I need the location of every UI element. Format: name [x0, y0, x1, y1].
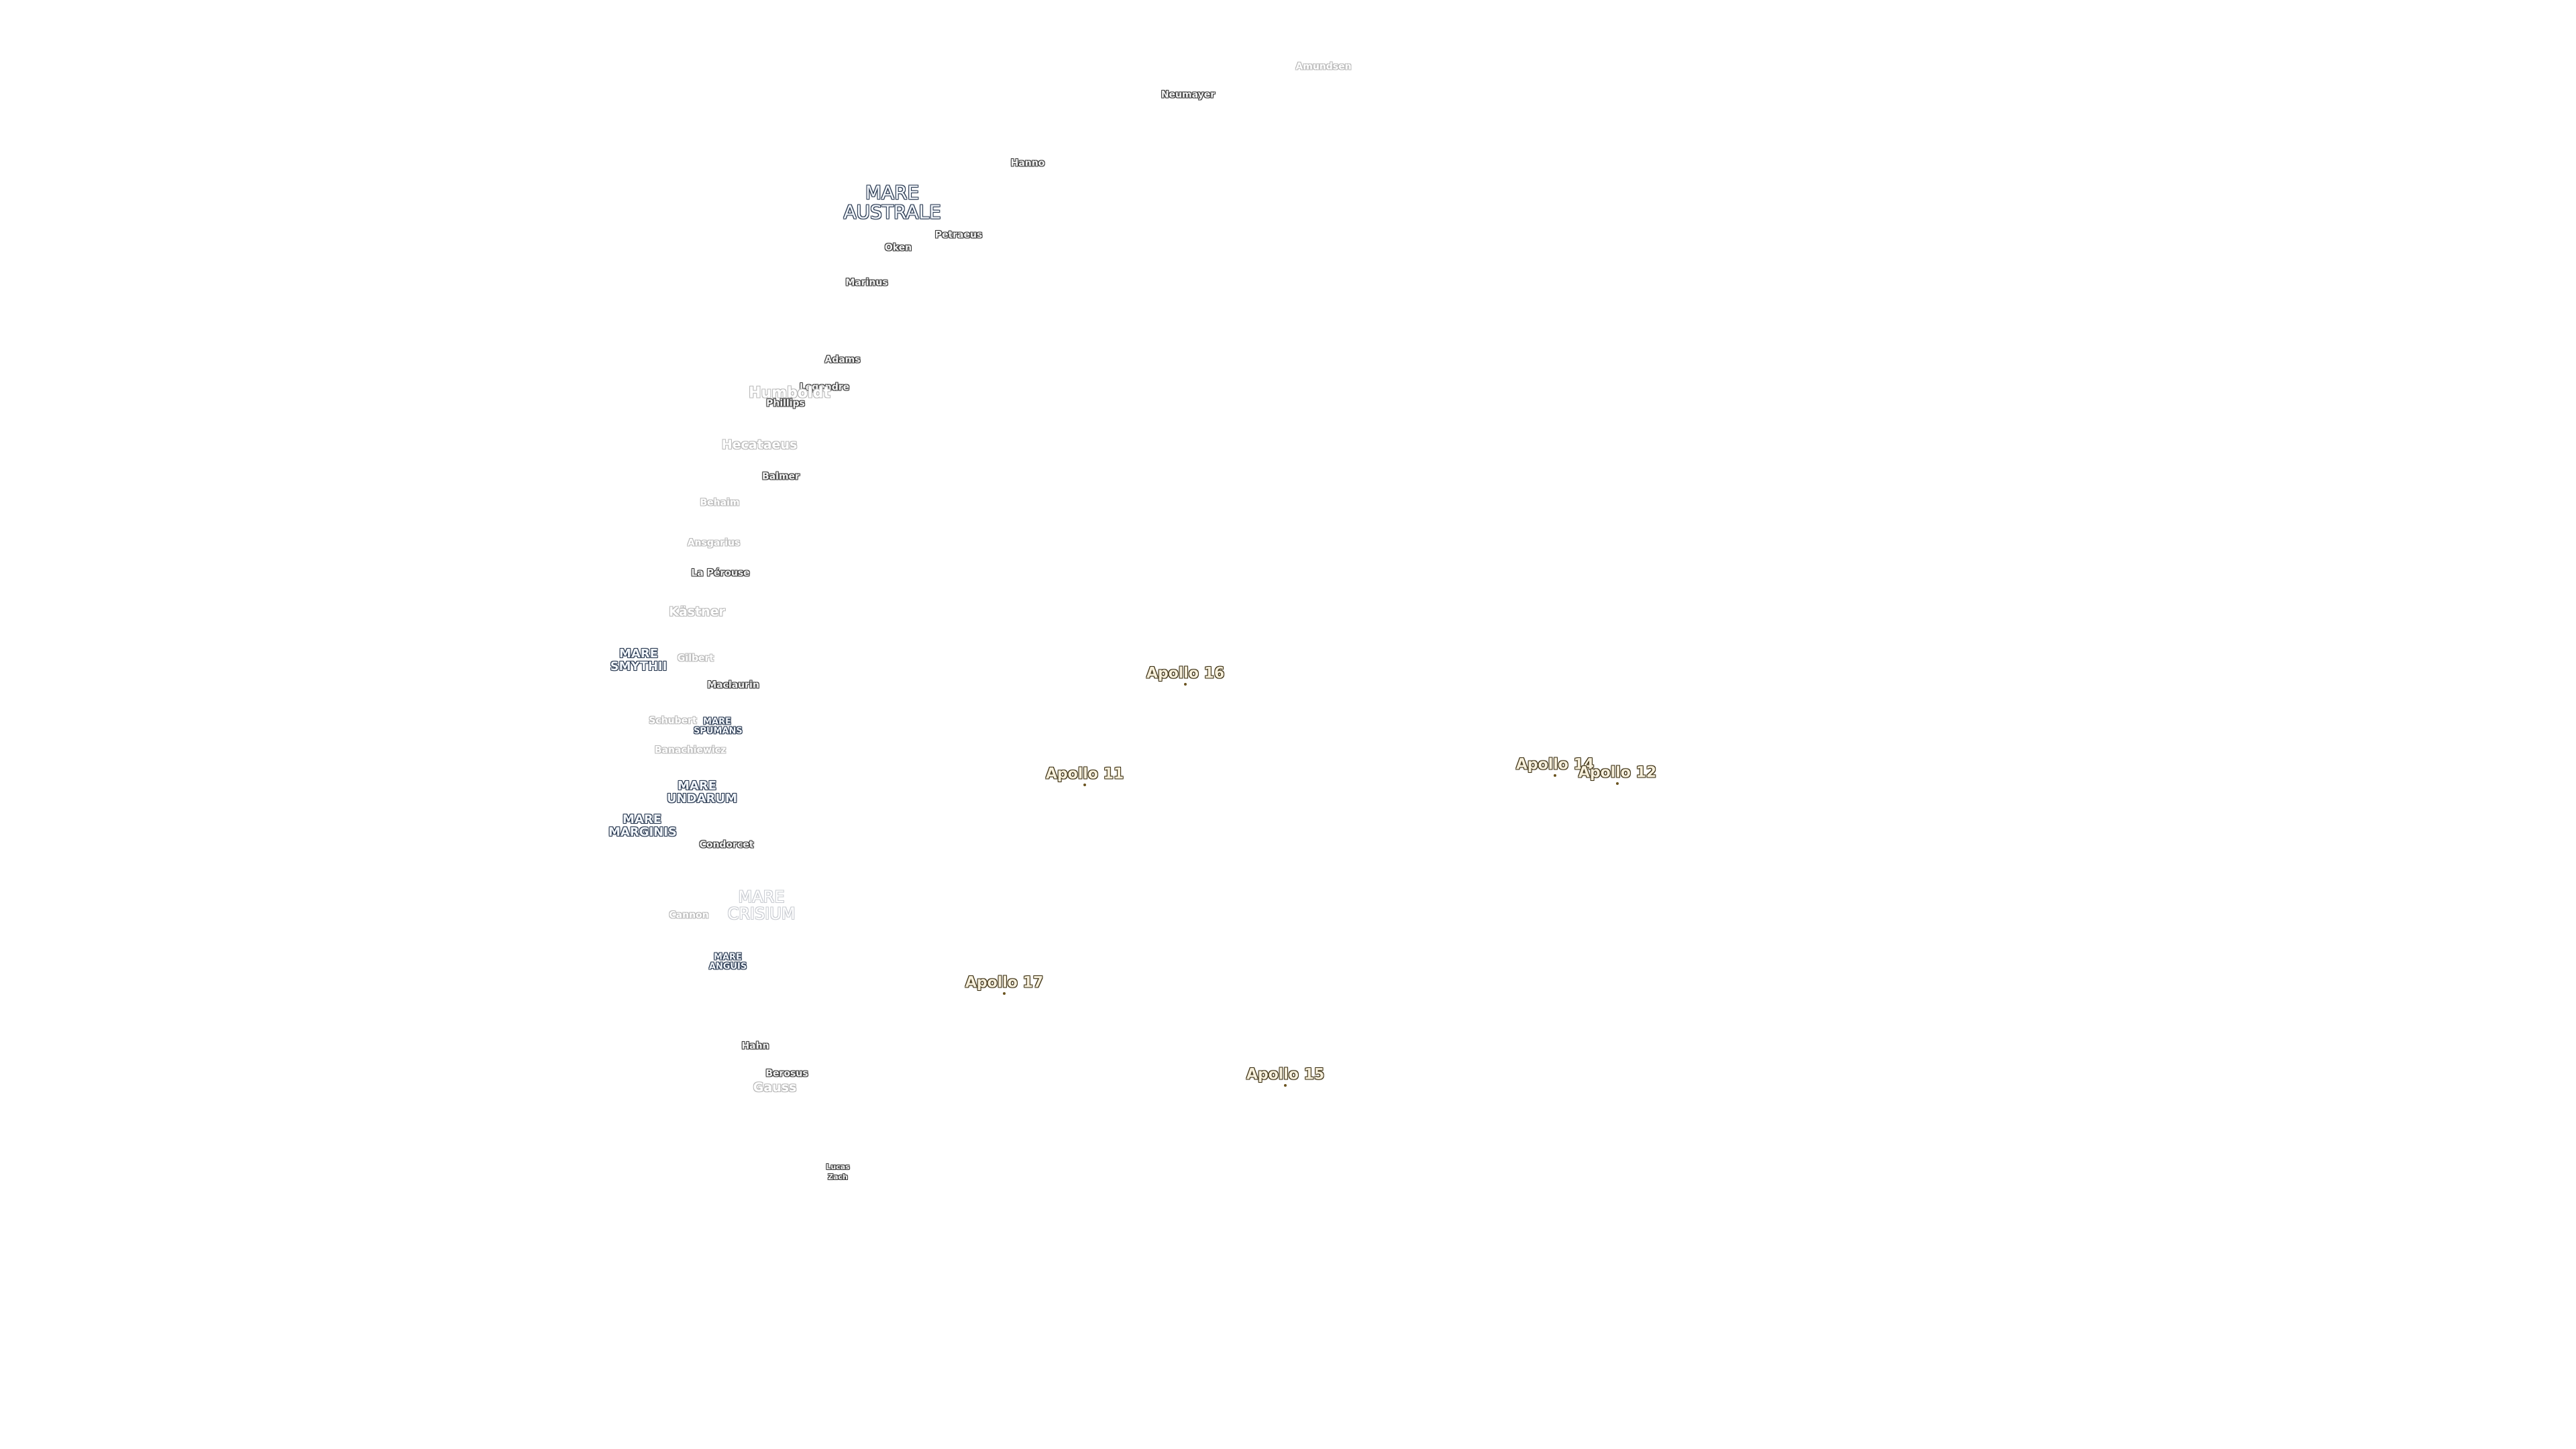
crater-schubert-label: Schubert — [649, 715, 697, 727]
crater-petraeus-label: Petraeus — [934, 229, 983, 241]
crater-gauss-label: Gauss — [753, 1080, 797, 1095]
apollo-12-label[interactable]: Apollo 12 — [1578, 764, 1657, 782]
apollo-14-label[interactable]: Apollo 14 — [1515, 756, 1595, 773]
crater-ansgarius-label: Ansgarius — [687, 537, 741, 549]
apollo-17-label[interactable]: Apollo 17 — [965, 974, 1044, 991]
crater-hahn-label: Hahn — [741, 1040, 769, 1052]
mare-australe-label: MARE AUSTRALE — [843, 181, 941, 223]
mare-spumans-label: MARE SPUMANS — [694, 716, 743, 736]
mare-crisium-label: MARE CRISIUM — [727, 887, 796, 923]
crater-gilbert-label: Gilbert — [677, 653, 714, 664]
crater-adams-label: Adams — [824, 354, 861, 366]
crater-oken-label: Oken — [884, 242, 912, 254]
crater-marinus-label: Marinus — [845, 277, 888, 288]
crater-zach-label: Zach — [828, 1173, 848, 1182]
crater-humboldt-label: Humboldt — [749, 384, 830, 402]
crater-neumayer-label: Neumayer — [1161, 89, 1216, 101]
apollo-15-label[interactable]: Apollo 15 — [1246, 1066, 1325, 1083]
crater-legendre-label: Legendre — [799, 382, 850, 393]
mare-marginis-label: MARE MARGINIS — [608, 812, 677, 839]
mare-anguis-label: MARE ANGUIS — [708, 952, 747, 971]
apollo-15-marker — [1284, 1084, 1287, 1087]
apollo-16-label[interactable]: Apollo 16 — [1146, 665, 1225, 682]
apollo-17-marker — [1003, 992, 1006, 995]
crater-lucas-label: Lucas — [826, 1163, 850, 1172]
crater-la-perouse-label: La Pérouse — [691, 568, 750, 579]
crater-hecataeus-label: Hecataeus — [721, 437, 798, 453]
mare-undarum-label: MARE UNDARUM — [667, 779, 737, 806]
crater-condorcet-label: Condorcet — [699, 839, 754, 851]
crater-banachiewicz-label: Banachiewicz — [654, 745, 727, 756]
crater-cannon-label: Cannon — [669, 910, 709, 921]
crater-behaim-label: Behaim — [700, 497, 740, 508]
apollo-14-marker — [1554, 774, 1556, 777]
apollo-11-marker — [1083, 784, 1086, 786]
crater-phillips-label: Phillips — [766, 398, 805, 409]
crater-amundsen-label: Amundsen — [1295, 61, 1352, 72]
crater-maclaurin-label: Maclaurin — [707, 680, 759, 691]
crater-hanno-label: Hanno — [1010, 158, 1045, 169]
apollo-11-label[interactable]: Apollo 11 — [1045, 765, 1124, 783]
apollo-16-marker — [1184, 683, 1187, 686]
mare-smythii-label: MARE SMYTHII — [610, 647, 667, 674]
crater-kastner-label: Kästner — [669, 604, 725, 620]
crater-balmer-label: Balmer — [762, 471, 800, 482]
crater-berosus-label: Berosus — [765, 1068, 808, 1079]
apollo-12-marker — [1616, 782, 1619, 785]
